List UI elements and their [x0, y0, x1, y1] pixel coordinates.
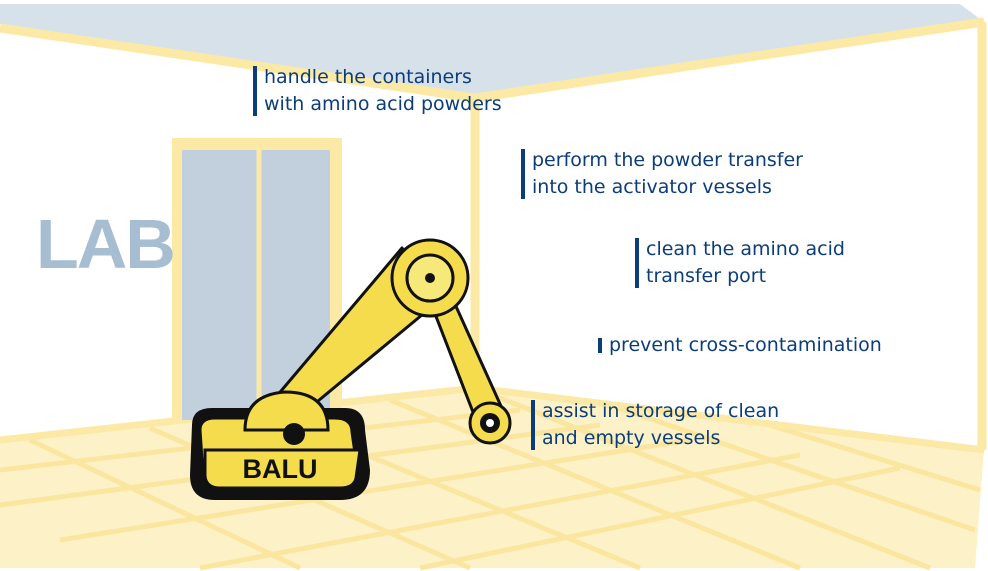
callout-line: prevent cross-contamination	[609, 334, 882, 356]
room-frame	[0, 17, 987, 450]
robot-arm: BALU	[190, 238, 512, 500]
callout-storage: assist in storage of clean and empty ves…	[531, 398, 779, 452]
callout-line: and empty vessels	[542, 427, 721, 449]
callout-cross-contamination: prevent cross-contamination	[598, 332, 882, 359]
callout-line: clean the amino acid	[646, 238, 845, 260]
robot-name-label: BALU	[243, 454, 318, 484]
ceiling	[0, 4, 984, 100]
callout-marker	[253, 66, 257, 116]
callout-line: with amino acid powders	[264, 93, 502, 115]
callout-line: perform the powder transfer	[532, 149, 803, 171]
callout-powder-transfer: perform the powder transfer into the act…	[521, 147, 803, 201]
callout-marker	[521, 149, 525, 199]
callout-line: handle the containers	[264, 66, 472, 88]
lab-sign: LAB	[36, 205, 174, 283]
callout-line: assist in storage of clean	[542, 400, 780, 422]
callout-handle-containers: handle the containers with amino acid po…	[253, 64, 502, 118]
callout-line: into the activator vessels	[532, 176, 772, 198]
callout-clean-port: clean the amino acid transfer port	[635, 236, 845, 290]
callout-marker	[635, 238, 639, 288]
callout-marker	[598, 338, 602, 353]
callout-line: transfer port	[646, 265, 767, 287]
callout-marker	[531, 400, 535, 450]
